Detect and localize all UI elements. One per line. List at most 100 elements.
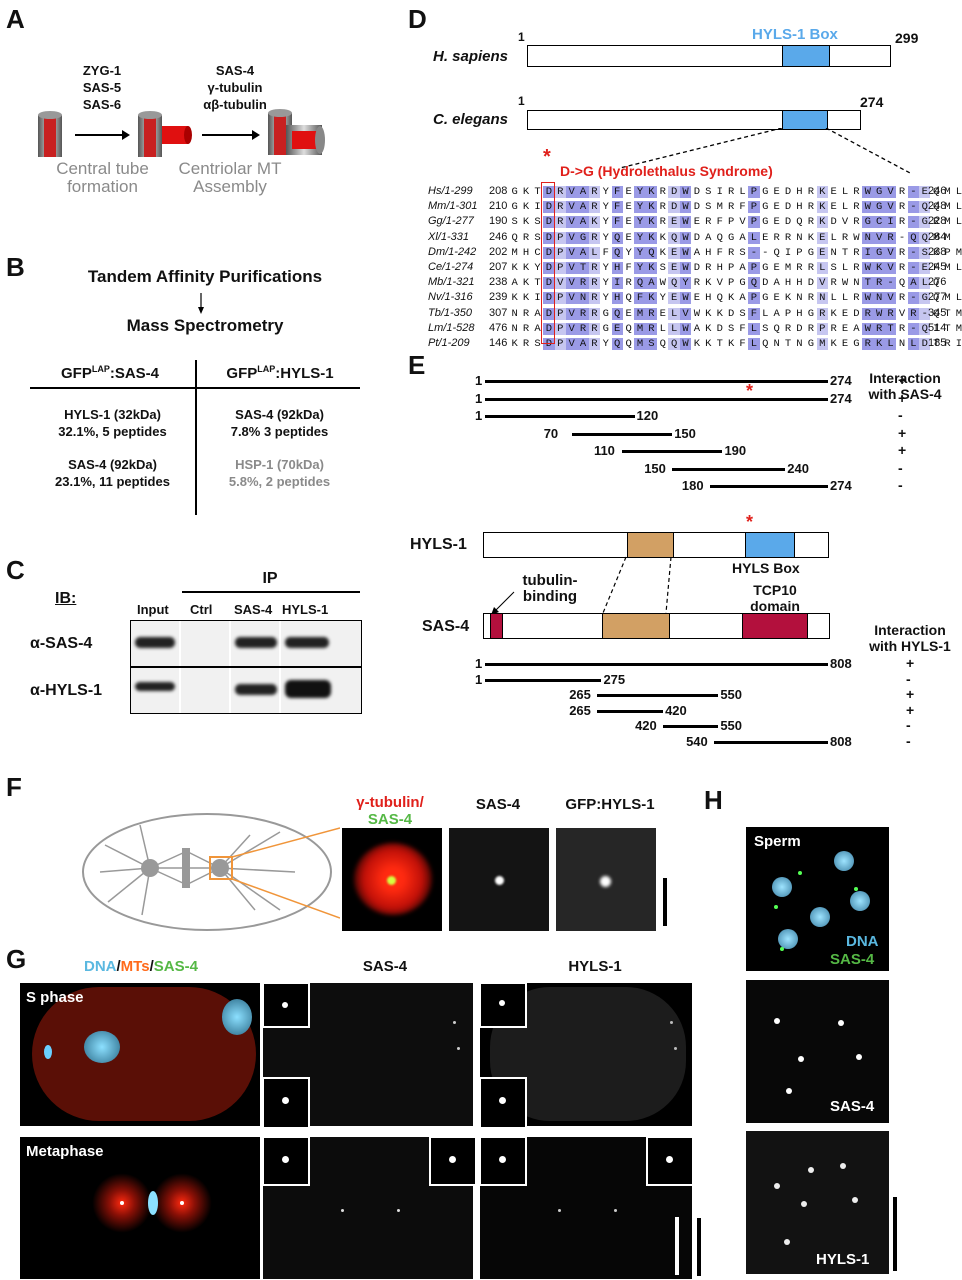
protein-sas6: SAS-6: [82, 97, 122, 112]
hit-detail: 32.1%, 5 peptides: [58, 424, 167, 439]
mutation-highlight: [541, 182, 555, 344]
blot-gap: [279, 621, 281, 666]
protein-sas4: SAS-4: [215, 63, 255, 78]
polar-body: [44, 1045, 52, 1059]
hs-name: H. sapiens: [433, 48, 509, 65]
g-sphase-hyls1: [479, 982, 692, 1129]
blot-gap: [279, 668, 281, 713]
col2-hit2: HSP-1 (70kDa) 5.8%, 2 peptides: [197, 456, 362, 490]
interaction-result: -: [906, 732, 911, 749]
aln-start: 239: [489, 291, 508, 304]
label-mt-assembly-line1: Centriolar MT: [178, 159, 282, 178]
hyls1-dot: [614, 1209, 617, 1212]
h-dna-label: DNA: [846, 933, 879, 950]
panel-label-a: A: [6, 4, 25, 34]
fragment-start: 150: [644, 460, 666, 476]
g-dna: DNA: [84, 958, 117, 975]
hyls1-focus: [808, 1167, 814, 1173]
interaction-sas4-title: Interaction with SAS-4: [850, 370, 960, 402]
sas4-dot: [453, 1021, 456, 1024]
g-metaphase-merge: Metaphase: [20, 1137, 260, 1279]
sas4-tubulin-binding: [490, 614, 503, 638]
fragment-start: 180: [681, 478, 704, 493]
ce-hyls-box: [782, 111, 828, 129]
int-title-line2: with SAS-4: [868, 386, 942, 402]
hit-detail: 7.8% 3 peptides: [230, 424, 329, 439]
tap-title: Tandem Affinity Purifications: [87, 267, 323, 286]
lane-sas4: SAS-4: [234, 602, 273, 617]
label-mt-assembly: Centriolar MT Assembly: [165, 160, 295, 196]
band: [235, 684, 277, 695]
g-sep: /: [149, 958, 154, 975]
ce-name: C. elegans: [433, 111, 509, 128]
g-col1-header: DNA/MTs/SAS-4: [84, 958, 198, 975]
label-central-tube: Central tube formation: [40, 160, 165, 196]
aln-species: Mb/1-321: [428, 276, 475, 289]
aln-species: Xl/1-331: [428, 230, 469, 243]
f-col1-header: γ-tubulin/ SAS-4: [340, 794, 440, 828]
band: [235, 637, 277, 648]
aln-start: 202: [489, 245, 508, 258]
aln-start: 208: [489, 185, 508, 197]
sperm-nucleus: [810, 907, 830, 927]
inset: [479, 1136, 527, 1186]
f-col2-header: SAS-4: [475, 796, 521, 813]
sas4-focus: [838, 1020, 844, 1026]
panel-label-c: C: [6, 555, 25, 585]
hyls1-dot: [670, 1021, 673, 1024]
fragment-end: 550: [720, 718, 743, 733]
aln-end: 248: [928, 200, 947, 213]
h-sperm-label: Sperm: [754, 833, 801, 850]
blot-hyls1: [130, 667, 362, 714]
f-col3-header: GFP:HYLS-1: [565, 796, 655, 813]
table-vertical-divider: [195, 360, 197, 515]
sas4-focus: [774, 905, 778, 909]
fragment-bar: [597, 694, 719, 697]
band: [285, 680, 331, 698]
row-hyls1: α-HYLS-1: [30, 682, 103, 699]
sas4-focus: [798, 871, 802, 875]
inset-dot: [499, 1156, 506, 1163]
hyls-mut-star: *: [746, 512, 754, 532]
inset-dot: [282, 1156, 289, 1163]
g-metaphase-hyls1: [479, 1136, 694, 1279]
fragment-bar: [714, 740, 828, 744]
interaction-result: +: [906, 701, 915, 718]
tubulin-binding-label: tubulin- binding: [510, 573, 590, 605]
sas4-focus: [774, 1018, 780, 1024]
g-scale-bar: [697, 1218, 701, 1276]
label-mt-assembly-line2: Assembly: [193, 177, 267, 196]
band: [135, 637, 175, 648]
blot-gap: [229, 668, 231, 713]
aln-species: Hs/1-299: [428, 185, 473, 197]
centriole-assembly-diagram: [38, 109, 325, 157]
blot-gap: [179, 668, 181, 713]
aln-end: 228: [928, 215, 947, 228]
tubulin-label-line2: binding: [522, 588, 578, 605]
aln-start: 146: [489, 337, 508, 349]
f-col1-sas4: SAS-4: [367, 811, 413, 828]
label-central-tube-line2: formation: [67, 177, 138, 196]
aln-species: Dm/1-242: [428, 245, 477, 258]
col2-header-protein: :HYLS-1: [275, 365, 334, 382]
sas4-focus: [780, 947, 784, 951]
tcp10-label: TCP10 domain: [730, 582, 820, 614]
interaction-result: +: [906, 655, 915, 671]
hyls-box-label: HYLS Box: [732, 560, 800, 576]
centriole-with-tube-icon: [138, 111, 192, 157]
inset: [262, 1077, 310, 1129]
panel-label-h: H: [704, 785, 723, 815]
sperm-nucleus: [850, 891, 870, 911]
hyls1-hyls-box: [745, 533, 795, 557]
g-sphase-sas4: [262, 982, 473, 1129]
h-merge-image: Sperm DNA SAS-4: [746, 827, 889, 971]
hyls1-focus: [784, 1239, 790, 1245]
col1-hit1: HYLS-1 (32kDa) 32.1%, 5 peptides: [30, 406, 195, 440]
inset: [479, 1077, 527, 1129]
f-hyls1-image: [556, 828, 656, 931]
inset-dot: [282, 1002, 288, 1008]
hs-end: 299: [895, 30, 919, 46]
